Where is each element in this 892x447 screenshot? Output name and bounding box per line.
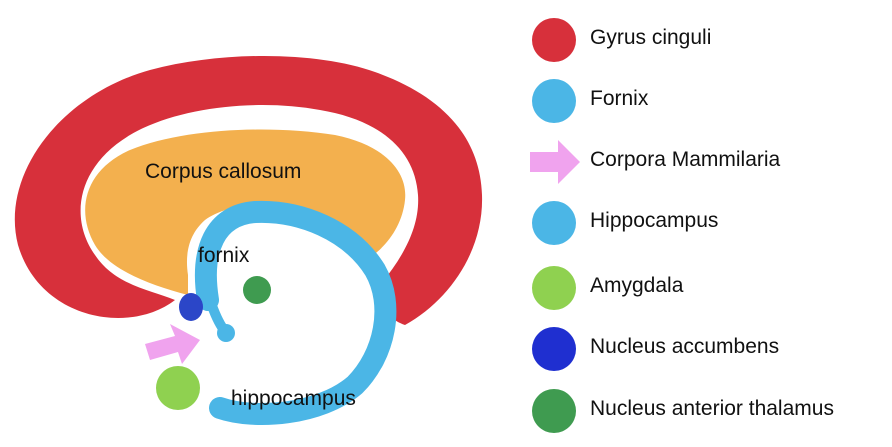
limbic-system-diagram: Corpus callosum fornix hippocampus — [14, 55, 483, 426]
pink-arrow-icon — [530, 140, 580, 184]
mammillary-body-shape — [217, 324, 235, 342]
fornix-swatch-icon — [532, 79, 576, 123]
gyrus-cinguli-shape — [14, 55, 483, 326]
legend-label: Nucleus accumbens — [590, 335, 780, 358]
legend-label: Amygdala — [590, 274, 684, 297]
fornix-label: fornix — [198, 244, 250, 267]
legend-item-fornix: Fornix — [528, 75, 892, 127]
amygdala-shape — [156, 366, 200, 410]
legend: Gyrus cinguli Fornix Corpora Mammilaria … — [528, 0, 892, 442]
corpora-mammilaria-arrow — [145, 324, 200, 364]
nucleus-accumbens-shape — [179, 293, 203, 321]
legend-item-nucleus-anterior-thalamus: Nucleus anterior thalamus — [528, 385, 892, 437]
fornix-hippocampus-shape — [194, 200, 397, 426]
nucleus-anterior-thalamus-shape — [243, 276, 271, 304]
corpus-callosum-label: Corpus callosum — [145, 160, 301, 183]
legend-item-corpora-mammilaria: Corpora Mammilaria — [528, 136, 892, 188]
gyrus-cinguli-swatch-icon — [532, 18, 576, 62]
legend-label: Fornix — [590, 87, 649, 110]
hippocampus-label: hippocampus — [231, 387, 356, 410]
limbic-system-drawing: Corpus callosum fornix hippocampus — [14, 55, 483, 426]
legend-label: Gyrus cinguli — [590, 26, 712, 49]
corpus-callosum-shape — [85, 129, 406, 295]
amygdala-swatch-icon — [532, 266, 576, 310]
legend-item-hippocampus: Hippocampus — [528, 197, 892, 249]
nucleus-anterior-thalamus-swatch-icon — [532, 389, 576, 433]
legend-item-amygdala: Amygdala — [528, 262, 892, 314]
legend-label: Corpora Mammilaria — [590, 148, 781, 171]
nucleus-accumbens-swatch-icon — [532, 327, 576, 371]
hippocampus-swatch-icon — [532, 201, 576, 245]
legend-item-gyrus-cinguli: Gyrus cinguli — [528, 14, 892, 66]
legend-item-nucleus-accumbens: Nucleus accumbens — [528, 323, 892, 375]
legend-label: Nucleus anterior thalamus — [590, 397, 834, 420]
legend-label: Hippocampus — [590, 209, 719, 232]
